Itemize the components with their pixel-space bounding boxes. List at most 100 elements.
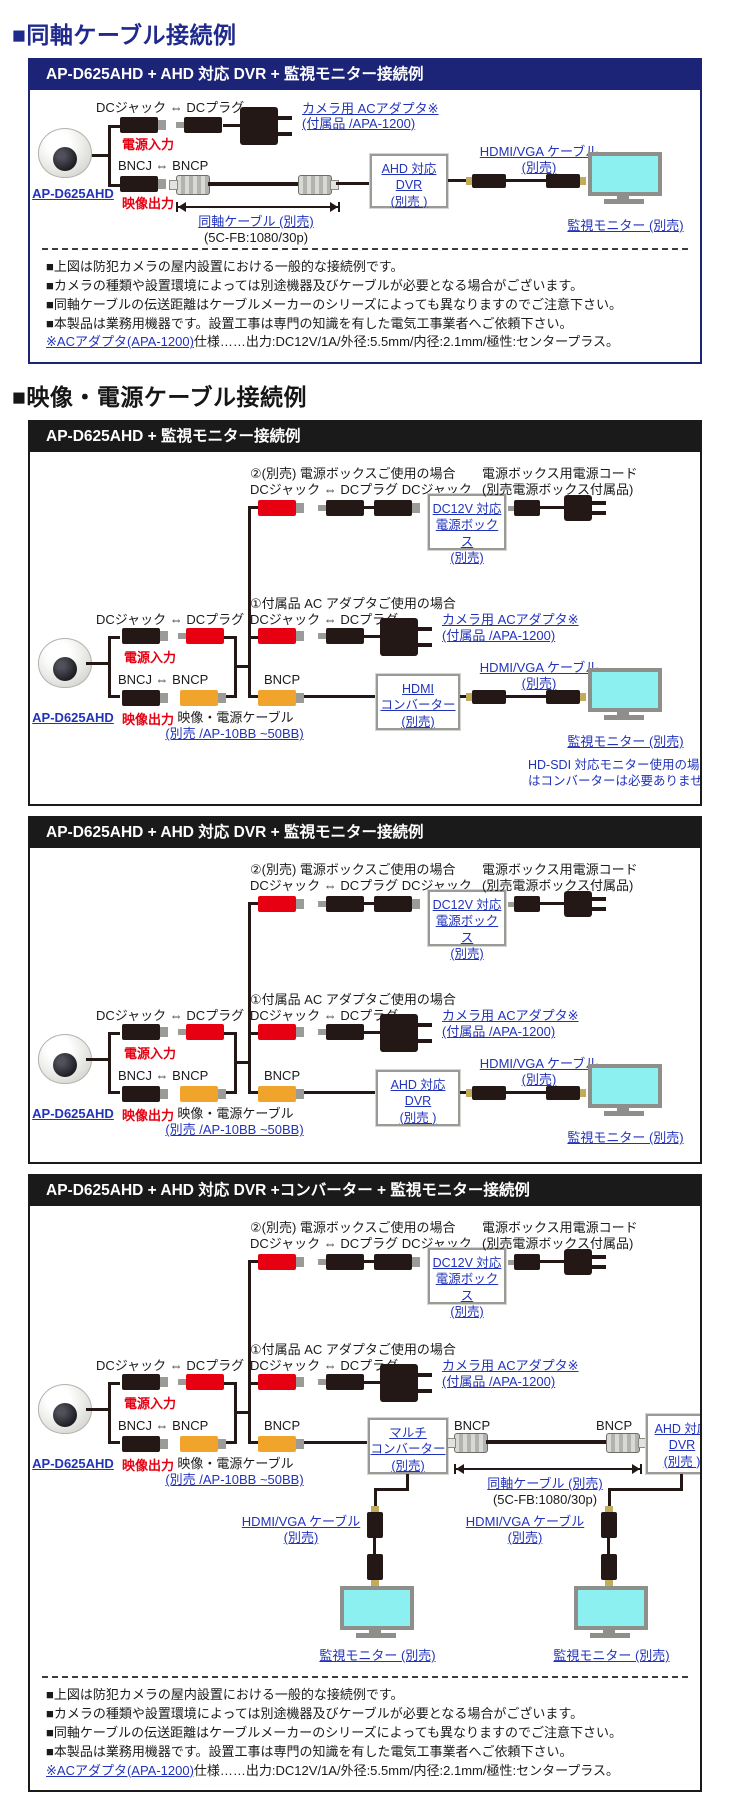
- hdmi-vga-cable-link[interactable]: HDMI/VGA ケーブル: [241, 1514, 361, 1530]
- monitor-link[interactable]: 監視モニター (別売): [553, 1648, 670, 1664]
- hdmi-vga-cable-link[interactable]: HDMI/VGA ケーブル: [479, 1056, 599, 1072]
- hdmi-vga-cable-link[interactable]: HDMI/VGA ケーブル: [479, 660, 599, 676]
- camera-ac-adapter-link[interactable]: カメラ用 ACアダプタ※: [442, 1008, 579, 1024]
- panel-4-title-bar: AP-D625AHD + AHD 対応 DVR +コンバーター + 監視モニター…: [30, 1176, 700, 1207]
- hdsdi-note-2: はコンバーターは必要ありません。: [528, 774, 700, 789]
- multi-converter-box[interactable]: マルチ コンバーター (別売): [367, 1417, 449, 1476]
- power-box-line: DC12V 対応: [432, 502, 502, 517]
- bnc-connector: [169, 175, 210, 195]
- hdmi-connector: [546, 1086, 586, 1101]
- wire: [108, 1382, 111, 1445]
- hdmi-vga-cable-link[interactable]: HDMI/VGA ケーブル: [465, 1514, 585, 1530]
- dc-plug-connector-red: [178, 1024, 224, 1041]
- wire: [86, 662, 108, 666]
- wire: [248, 902, 258, 906]
- bnc-connector: [606, 1433, 647, 1454]
- hdmi-vga-cable-link-2[interactable]: (別売): [521, 1072, 557, 1088]
- panel-1-notes: ■上図は防犯カメラの屋内設置における一般的な接続例です。 ■カメラの種類や設置環…: [42, 248, 688, 362]
- ac-adapter-spec-link[interactable]: ※ACアダプタ(APA-1200): [46, 1762, 194, 1778]
- power-input-label: 電源入力: [124, 1046, 177, 1062]
- monitor-link[interactable]: 監視モニター (別売): [567, 734, 684, 750]
- wire: [251, 695, 258, 699]
- camera-model-link[interactable]: AP-D625AHD: [32, 1456, 114, 1472]
- camera-ac-adapter-link[interactable]: カメラ用 ACアダプタ※: [302, 101, 439, 116]
- wire: [108, 636, 111, 699]
- dc-jack-connector: [122, 628, 168, 645]
- note-line: ■本製品は業務用機器です。設置工事は専門の知識を有した電気工事業者へご依頼下さい…: [46, 315, 573, 331]
- wire: [224, 1382, 234, 1386]
- bncj-bncp-label: BNCJ ⇔ BNCP: [118, 672, 209, 688]
- camera-model-link[interactable]: AP-D625AHD: [32, 1106, 114, 1122]
- dc-plug-connector: [318, 1024, 364, 1041]
- av-cable-link[interactable]: (別売 /AP-10BB ~50BB): [165, 1122, 304, 1138]
- av-cable-label: 映像・電源ケーブル: [177, 710, 294, 726]
- dc-plug-connector: [318, 500, 364, 517]
- dc-triple-label: DCジャック ⇔ DCプラグ DCジャック: [250, 1236, 472, 1252]
- dc-jack-connector-red: [258, 500, 304, 517]
- dc-jack-connector: [122, 1024, 168, 1041]
- power-box-line: (別売): [450, 946, 484, 961]
- monitor-link[interactable]: 監視モニター (別売): [319, 1648, 436, 1664]
- wire: [251, 1032, 258, 1036]
- dc-jack-connector-red: [258, 1254, 304, 1271]
- wire: [248, 636, 251, 699]
- camera-ac-adapter-link-2[interactable]: (付属品 /APA-1200): [442, 628, 556, 644]
- ahd-dvr-line: (別売 ): [399, 1110, 437, 1125]
- hdmi-converter-line: HDMI: [402, 682, 434, 697]
- camera-ac-adapter-link[interactable]: カメラ用 ACアダプタ※: [442, 612, 579, 628]
- wire: [506, 179, 546, 182]
- camera-ac-adapter-link[interactable]: カメラ用 ACアダプタ※: [442, 1358, 579, 1374]
- ahd-dvr-box[interactable]: AHD 対応 DVR (別売 ): [369, 153, 449, 209]
- hdmi-converter-box[interactable]: HDMI コンバーター (別売): [375, 673, 461, 732]
- camera-ac-adapter-link-2[interactable]: (付属品 /APA-1200): [302, 116, 416, 131]
- case2-label: ②(別売) 電源ボックスご使用の場合: [250, 466, 456, 482]
- dc-triple-label: DCジャック ⇔ DCプラグ DCジャック: [250, 878, 472, 894]
- plug-pin: [508, 506, 514, 512]
- wire: [224, 1032, 234, 1036]
- ahd-dvr-box[interactable]: AHD 対応 DVR (別売 ): [375, 1069, 461, 1128]
- dc-plug-connector: [318, 1254, 364, 1271]
- hdmi-vga-cable-link-2[interactable]: (別売): [521, 676, 557, 692]
- dc-jack-connector-red: [258, 1374, 304, 1391]
- wire: [448, 179, 468, 182]
- wire: [223, 124, 240, 127]
- coax-cable-line: [208, 182, 298, 186]
- camera-ac-adapter-link-2[interactable]: (付属品 /APA-1200): [442, 1374, 556, 1390]
- case1-label: ①付属品 AC アダプタご使用の場合: [250, 596, 456, 612]
- wire: [111, 125, 120, 128]
- wire: [364, 1381, 380, 1385]
- coax-cable-link[interactable]: 同軸ケーブル (別売): [487, 1476, 603, 1492]
- wire: [364, 1031, 380, 1035]
- power-box[interactable]: DC12V 対応 電源ボックス (別売): [427, 889, 507, 961]
- video-output-label: 映像出力: [122, 712, 175, 728]
- hdmi-vga-cable-link-2[interactable]: (別売): [521, 160, 557, 175]
- camera-ac-adapter-link-2[interactable]: (付属品 /APA-1200): [442, 1024, 556, 1040]
- wire: [506, 695, 546, 699]
- monitor-link[interactable]: 監視モニター (別売): [567, 218, 684, 233]
- coax-spec-label: (5C-FB:1080/30p): [492, 1492, 598, 1508]
- coax-cable-link[interactable]: 同軸ケーブル (別売): [198, 214, 314, 229]
- panel-4-diagram: ②(別売) 電源ボックスご使用の場合 DCジャック ⇔ DCプラグ DCジャック…: [30, 1206, 700, 1676]
- ac-adapter-spec-link[interactable]: ※ACアダプタ(APA-1200): [46, 334, 194, 350]
- av-cable-link[interactable]: (別売 /AP-10BB ~50BB): [165, 1472, 304, 1488]
- wire: [364, 902, 374, 906]
- camera-model-link[interactable]: AP-D625AHD: [32, 186, 114, 201]
- monitor: [340, 1586, 414, 1639]
- av-cable-link[interactable]: (別売 /AP-10BB ~50BB): [165, 726, 304, 742]
- hdmi-vga-cable-link[interactable]: HDMI/VGA ケーブル: [479, 144, 599, 159]
- ahd-dvr-line: (別売 ): [390, 194, 428, 209]
- bncp-label: BNCP: [596, 1418, 633, 1434]
- camera-model-link[interactable]: AP-D625AHD: [32, 710, 114, 726]
- measure-arrow: [176, 202, 340, 212]
- wire: [111, 1382, 120, 1386]
- hdmi-vga-cable-link-2[interactable]: (別売): [507, 1530, 543, 1546]
- note-line-rest: 仕様……出力:DC12V/1A/外径:5.5mm/内径:2.1mm/極性:センタ…: [193, 1762, 620, 1778]
- power-box[interactable]: DC12V 対応 電源ボックス (別売): [427, 1247, 507, 1319]
- monitor-link[interactable]: 監視モニター (別売): [567, 1130, 684, 1146]
- bncj-connector: [120, 176, 166, 192]
- power-box[interactable]: DC12V 対応 電源ボックス (別売): [427, 493, 507, 565]
- hdmi-connector: [466, 690, 506, 705]
- ac-adapter: [380, 618, 432, 657]
- ahd-dvr-box[interactable]: AHD 対応 DVR (別売 ): [645, 1413, 700, 1476]
- ahd-dvr-line: DVR: [395, 178, 423, 193]
